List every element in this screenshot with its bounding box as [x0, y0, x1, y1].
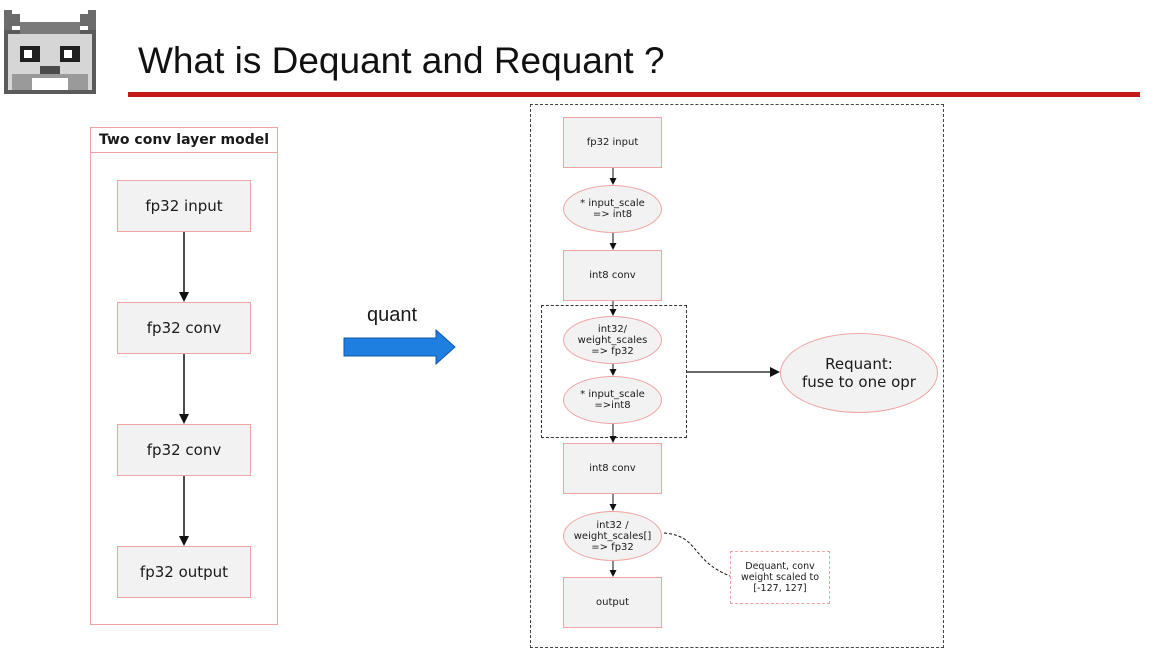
title-divider: [128, 92, 1140, 97]
quant-arrow-icon: [343, 328, 456, 366]
node-dequant-2: int32 / weight_scales[] => fp32: [563, 511, 662, 561]
pixel-cat-icon: [4, 10, 96, 94]
node-output: output: [563, 577, 662, 628]
quant-label: quant: [367, 304, 418, 326]
node-int8-conv-1: int8 conv: [563, 250, 662, 301]
node-input-scale-2: * input_scale =>int8: [563, 376, 662, 424]
node-fp32-conv-2: fp32 conv: [117, 424, 251, 476]
dequant-callout-line: [663, 532, 731, 577]
node-fp32-input-right: fp32 input: [563, 117, 662, 168]
node-dequant-1: int32/ weight_scales => fp32: [563, 316, 662, 364]
left-panel-title: Two conv layer model: [90, 127, 278, 153]
dequant-note: Dequant, conv weight scaled to [-127, 12…: [730, 551, 830, 604]
node-int8-conv-2: int8 conv: [563, 443, 662, 494]
node-input-scale-1: * input_scale => int8: [563, 185, 662, 233]
node-fp32-conv-1: fp32 conv: [117, 302, 251, 354]
requant-bubble: Requant: fuse to one opr: [780, 333, 938, 413]
slide-title: What is Dequant and Requant ?: [138, 40, 665, 81]
quantized-model-panel: [530, 104, 944, 648]
node-fp32-input: fp32 input: [117, 180, 251, 232]
node-fp32-output: fp32 output: [117, 546, 251, 598]
